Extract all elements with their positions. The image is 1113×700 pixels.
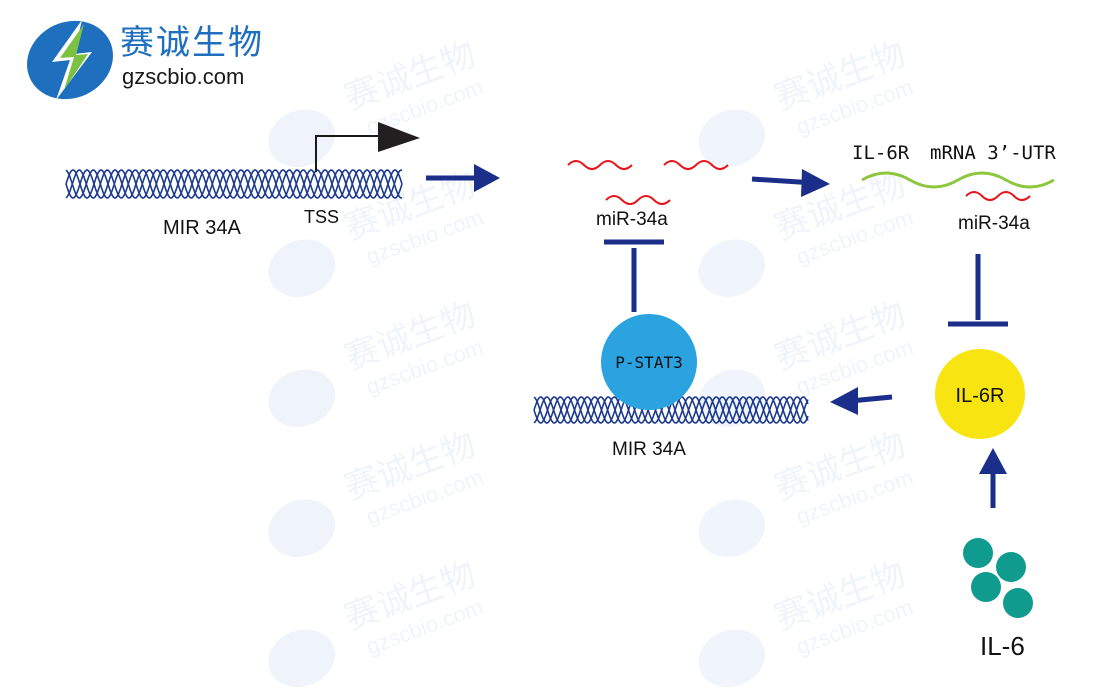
- inhibition-pstat3-mirna: [604, 239, 664, 312]
- mrna-utr-strand: [861, 171, 1055, 189]
- pstat3-label: P-STAT3: [615, 353, 683, 372]
- gene-label-center: MIR 34A: [612, 439, 686, 460]
- mirna-label-right: miR-34a: [958, 213, 1030, 234]
- pstat3-node: [601, 314, 697, 410]
- watermark-logo-icon: [268, 239, 336, 297]
- il6r-node-label: IL-6R: [955, 385, 1005, 407]
- tss-label: TSS: [304, 207, 340, 227]
- inhibition-mirna-il6r: [948, 254, 1008, 327]
- mirna-strand-1: [567, 160, 633, 170]
- logo-domain: gzscbio.com: [122, 64, 245, 89]
- logo-name: 赛诚生物: [120, 23, 264, 63]
- dna-helix-left: [65, 169, 403, 199]
- arrowhead-3: [830, 387, 858, 415]
- arrowhead-2: [801, 169, 830, 197]
- arrowhead-4: [979, 448, 1007, 474]
- il6-label: IL-6: [980, 631, 1025, 661]
- leaf-lightning-icon: [27, 20, 113, 100]
- watermark-logo-icon: [698, 109, 766, 167]
- mirna-strand-4: [965, 191, 1031, 201]
- mirna-strand-2: [663, 160, 729, 170]
- il6-cluster: [963, 538, 1033, 618]
- dna-strand: [65, 169, 403, 199]
- watermark-logo-icon: [268, 499, 336, 557]
- dna-strand: [65, 169, 403, 199]
- il6r-gene-label: IL-6R: [852, 142, 910, 164]
- watermark-logo-icon: [698, 239, 766, 297]
- arrowhead-1: [474, 164, 500, 192]
- dna-strand: [65, 169, 403, 199]
- watermark-logo-icon: [698, 629, 766, 687]
- watermark-logo-icon: [268, 369, 336, 427]
- watermark-logo-icon: [268, 629, 336, 687]
- gene-label-left: MIR 34A: [163, 217, 241, 239]
- il6r-node: [935, 349, 1025, 439]
- dna-strand: [533, 396, 809, 424]
- tss-arrow: [315, 122, 420, 172]
- utr-label: mRNA 3’-UTR: [930, 142, 1056, 164]
- dna-strand: [533, 396, 809, 424]
- watermark-logo-icon: [698, 499, 766, 557]
- mirna-label-top: miR-34a: [596, 209, 668, 230]
- mirna-strand-3: [605, 195, 671, 205]
- watermark-logo-icon: [268, 109, 336, 167]
